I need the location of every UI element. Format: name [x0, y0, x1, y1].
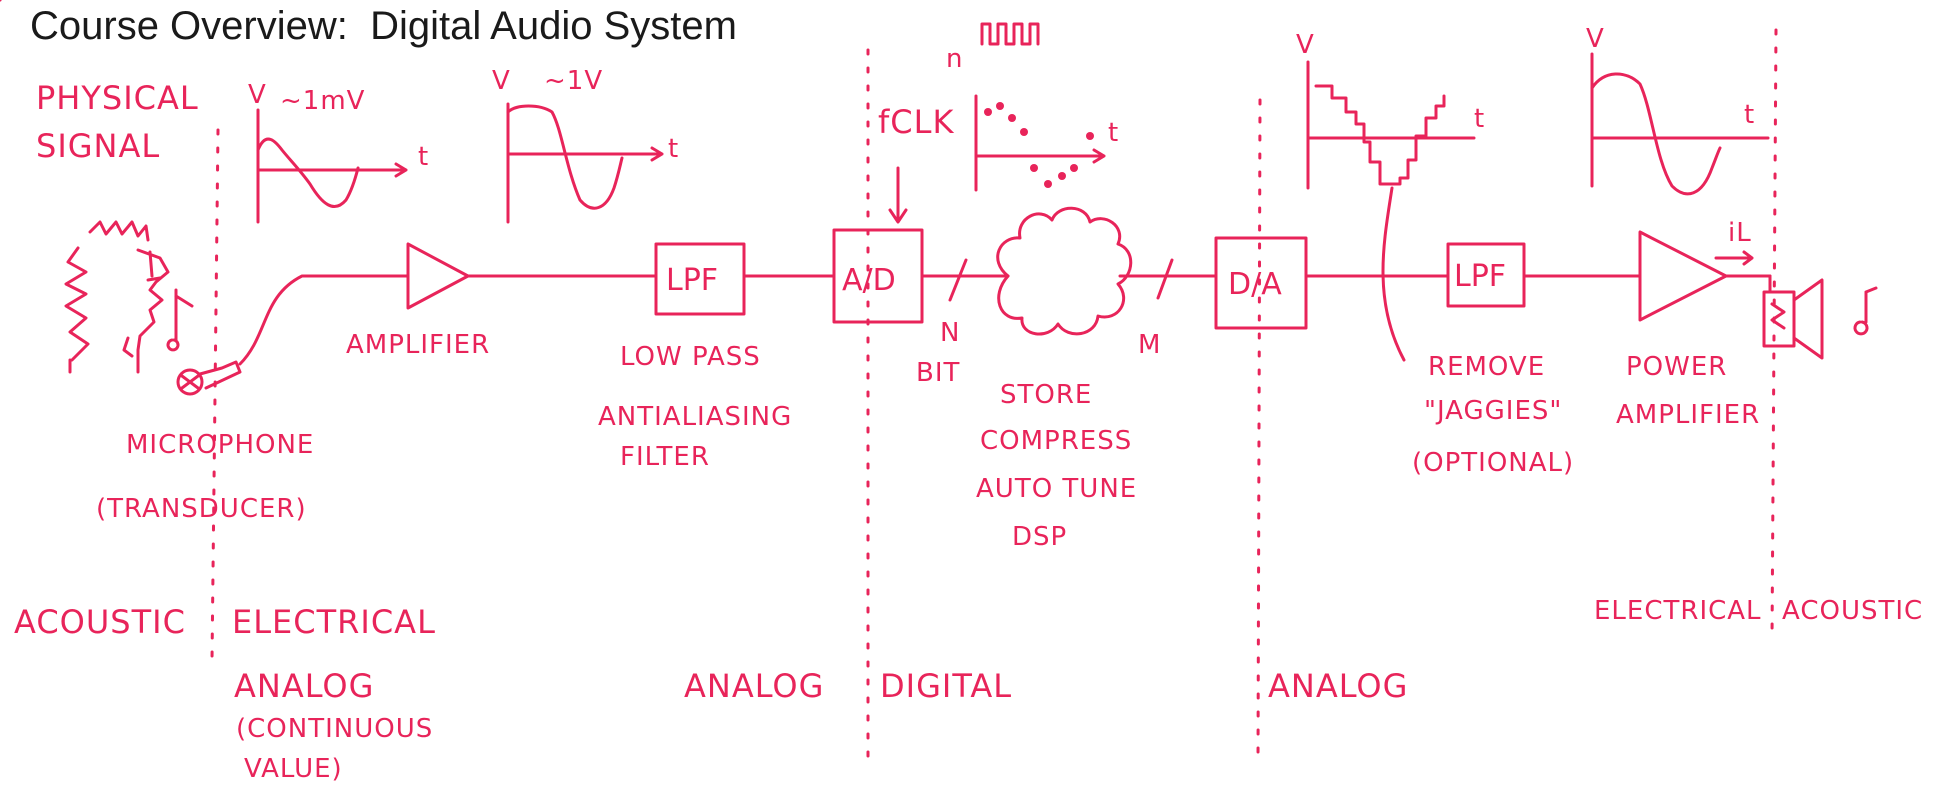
speaker-note-drawing	[1853, 286, 1878, 336]
boundary-acoustic-electrical-left	[210, 128, 220, 662]
plot-out-t: t	[1744, 100, 1756, 130]
power-amplifier-symbol	[1638, 230, 1728, 322]
plot-amp-amp: ~1V	[544, 66, 604, 96]
plot-amp-axes	[506, 102, 664, 224]
current-label: iL	[1728, 218, 1752, 248]
plot-digital-t: t	[1108, 118, 1120, 148]
current-arrow	[1714, 250, 1754, 266]
lpf-caption-line1: LOW PASS	[620, 342, 761, 372]
plot-mic-curve	[256, 137, 360, 208]
clock-waveform	[980, 22, 1040, 46]
clock-arrow	[888, 166, 908, 224]
plot-mic-t: t	[418, 142, 430, 172]
jaggies-pointer	[1381, 186, 1406, 362]
plot-digital-axes	[974, 94, 1106, 192]
sound-note-drawing	[166, 288, 194, 352]
boundary-electrical-acoustic-right	[1770, 28, 1778, 642]
plot-dac-axes	[1306, 60, 1476, 190]
microphone-caption: MICROPHONE	[126, 430, 315, 460]
power-caption-line1: POWER	[1626, 352, 1728, 382]
plot-amp-curve	[506, 104, 624, 210]
plot-amp-v: V	[492, 66, 511, 96]
lpf-block-1	[654, 242, 746, 316]
remove-caption-line2: "JAGGIES"	[1424, 396, 1563, 426]
transducer-caption: (TRANSDUCER)	[96, 494, 307, 524]
amplifier-symbol	[406, 242, 470, 310]
boundary-digital-analog	[1256, 98, 1262, 762]
mic-cable	[238, 274, 410, 366]
bus-slash-m	[1156, 258, 1174, 300]
plot-dac-v: V	[1296, 30, 1315, 60]
head-drawing	[64, 220, 170, 374]
bus-n-label: N	[940, 318, 961, 348]
bus-m-label: M	[1138, 330, 1162, 360]
power-caption-line2: AMPLIFIER	[1616, 400, 1761, 430]
dsp-cloud	[996, 206, 1133, 336]
analog-mid-label: ANALOG	[684, 667, 825, 705]
amplifier-caption: AMPLIFIER	[346, 330, 491, 360]
speaker-drawing	[1762, 290, 1796, 348]
microphone-drawing	[176, 368, 204, 396]
bus-slash-n	[948, 258, 968, 302]
clock-label: fCLK	[878, 103, 955, 141]
lpf-caption-line3: FILTER	[620, 442, 710, 472]
plot-dac-t: t	[1474, 104, 1486, 134]
dsp-caption-line4: DSP	[1012, 522, 1068, 552]
signal-label: SIGNAL	[36, 127, 161, 165]
plot-dac-staircase	[1314, 84, 1446, 186]
digital-label: DIGITAL	[880, 667, 1013, 705]
analog-left-line1: ANALOG	[234, 667, 375, 705]
adc-block	[832, 228, 924, 324]
dac-block	[1214, 236, 1308, 330]
bus-bit-label: BIT	[916, 358, 961, 388]
lpf-caption-line2: ANTIALIASING	[598, 402, 793, 432]
dsp-caption-line1: STORE	[1000, 380, 1093, 410]
plot-amp-t: t	[668, 134, 680, 164]
acoustic-right-label: ACOUSTIC	[1782, 596, 1924, 626]
remove-caption-line1: REMOVE	[1428, 352, 1546, 382]
remove-caption-line3: (OPTIONAL)	[1412, 448, 1575, 478]
plot-out-v: V	[1586, 24, 1605, 54]
plot-mic-amp: ~1mV	[280, 86, 366, 116]
acoustic-left-label: ACOUSTIC	[14, 603, 186, 641]
dsp-caption-line2: COMPRESS	[980, 426, 1133, 456]
page-title: Course Overview: Digital Audio System	[30, 4, 737, 48]
analog-left-line3: VALUE)	[244, 754, 343, 784]
plot-mic-v: V	[248, 80, 267, 110]
plot-digital-n: n	[946, 44, 964, 74]
lpf-block-2	[1446, 242, 1526, 308]
plot-out-axes	[1590, 52, 1770, 188]
analog-left-line2: (CONTINUOUS	[236, 714, 434, 744]
plot-out-curve	[1590, 72, 1722, 196]
electrical-right-label: ELECTRICAL	[1594, 596, 1762, 626]
plot-mic-axes	[256, 108, 408, 224]
analog-right-label: ANALOG	[1268, 667, 1409, 705]
electrical-left-label: ELECTRICAL	[232, 603, 436, 641]
dsp-caption-line3: AUTO TUNE	[976, 474, 1138, 504]
physical-label: PHYSICAL	[36, 79, 199, 117]
